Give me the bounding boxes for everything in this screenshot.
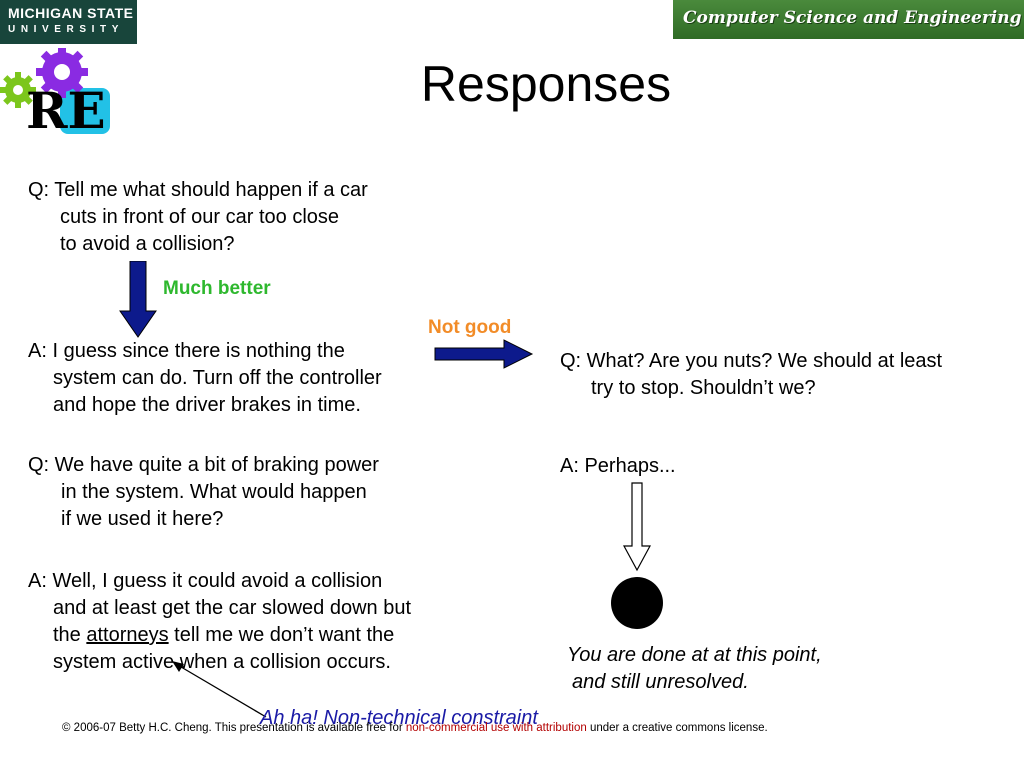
copyright-footer: © 2006-07 Betty H.C. Cheng. This present… <box>62 722 768 734</box>
question-1-line2: cuts in front of our car too close <box>60 206 340 228</box>
question-2: Q: We have quite a bit of braking power … <box>28 452 379 533</box>
hollow-down-arrow-icon <box>623 482 651 572</box>
down-arrow-icon <box>119 261 157 338</box>
question-nuts: Q: What? Are you nuts? We should at leas… <box>560 348 942 402</box>
footer-text-pre: © 2006-07 Betty H.C. Cheng. This present… <box>62 722 406 734</box>
question-1-line1: Q: Tell me what should happen if a car <box>28 179 368 201</box>
right-arrow-icon <box>434 339 534 369</box>
msu-logo-line2: UNIVERSITY <box>8 24 125 35</box>
question-1: Q: Tell me what should happen if a car c… <box>28 177 368 258</box>
answer-1-line2: system can do. Turn off the controller <box>53 367 382 389</box>
question-1-line3: to avoid a collision? <box>60 233 235 255</box>
done-note: You are done at at this point, and still… <box>567 642 822 696</box>
non-technical-constraint-note: Ah ha! Non-technical constraint <box>260 707 538 729</box>
question-nuts-line2: try to stop. Shouldn’t we? <box>591 377 816 399</box>
answer-2-line3-post: tell me we don’t want the <box>168 624 395 646</box>
question-nuts-line1: Q: What? Are you nuts? We should at leas… <box>560 350 943 372</box>
annotation-pointer-arrow-icon <box>172 661 267 718</box>
answer-perhaps: A: Perhaps... <box>560 455 676 477</box>
gear-icon-purple <box>36 48 88 98</box>
answer-2-line4: system active when a collision occurs. <box>53 651 391 673</box>
page-title: Responses <box>420 56 672 112</box>
done-note-line2: and still unresolved. <box>572 671 749 693</box>
question-2-line2: in the system. What would happen <box>61 481 367 503</box>
answer-1-line1: A: I guess since there is nothing the <box>28 340 345 362</box>
answer-2-line1: A: Well, I guess it could avoid a collis… <box>28 570 383 592</box>
end-state-dot-icon <box>611 577 663 629</box>
attorneys-word: attorneys <box>86 624 169 646</box>
question-2-line3: if we used it here? <box>61 508 224 530</box>
gear-icon-green <box>0 72 36 108</box>
re-logo-text: RE <box>26 81 106 136</box>
footer-text-post: under a creative commons license. <box>586 722 768 734</box>
footer-license-highlight: non-commercial use with attribution <box>405 722 587 734</box>
answer-2-line3-pre: the <box>53 624 87 646</box>
gear-icon-cyan <box>60 88 110 134</box>
answer-1: A: I guess since there is nothing the sy… <box>28 338 382 419</box>
much-better-label: Much better <box>163 278 271 299</box>
cse-banner: Computer Science and Engineering <box>673 0 1024 39</box>
question-2-line1: Q: We have quite a bit of braking power <box>28 454 379 476</box>
answer-2-line3: the attorneys tell me we don’t want the <box>28 622 411 649</box>
msu-logo-line1: MICHIGAN STATE <box>8 5 134 21</box>
re-gears-logo: RE <box>0 48 110 136</box>
done-note-line1: You are done at at this point, <box>567 644 822 666</box>
not-good-label: Not good <box>428 317 512 338</box>
msu-logo: MICHIGAN STATE UNIVERSITY <box>0 0 137 44</box>
cse-banner-text: Computer Science and Engineering <box>683 8 1022 28</box>
answer-2-line2: and at least get the car slowed down but <box>53 597 412 619</box>
answer-2: A: Well, I guess it could avoid a collis… <box>28 568 411 676</box>
answer-1-line3: and hope the driver brakes in time. <box>53 394 361 416</box>
